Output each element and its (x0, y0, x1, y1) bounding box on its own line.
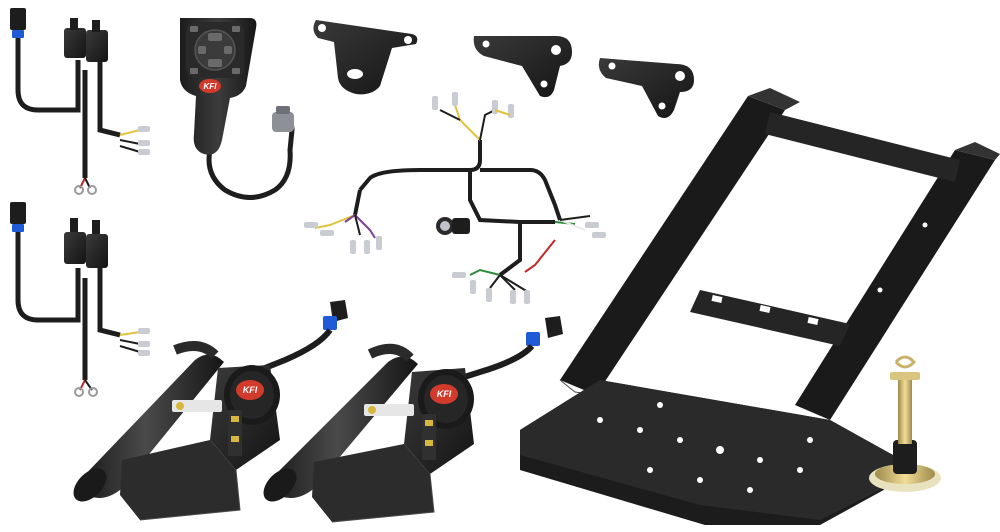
svg-text:KFI: KFI (243, 385, 258, 395)
l-bracket-right (598, 58, 694, 118)
wiring-harness (304, 92, 606, 304)
kfi-logo: KFI (236, 380, 264, 400)
mount-bracket-small (313, 20, 418, 95)
pin-assembly (869, 355, 941, 492)
svg-text:KFI: KFI (437, 389, 452, 399)
relay-harness-top (10, 8, 150, 195)
handheld-controller: KFI (180, 18, 295, 200)
linear-actuator-1: KFI (73, 300, 348, 521)
svg-text:KFI: KFI (204, 82, 218, 91)
kfi-logo: KFI (430, 384, 458, 404)
kfi-logo: KFI (199, 79, 221, 93)
l-bracket-left (473, 36, 572, 98)
plow-push-frame (520, 88, 1000, 525)
relay-harness-bottom (10, 202, 150, 397)
linear-actuator-2: KFI (263, 316, 563, 523)
